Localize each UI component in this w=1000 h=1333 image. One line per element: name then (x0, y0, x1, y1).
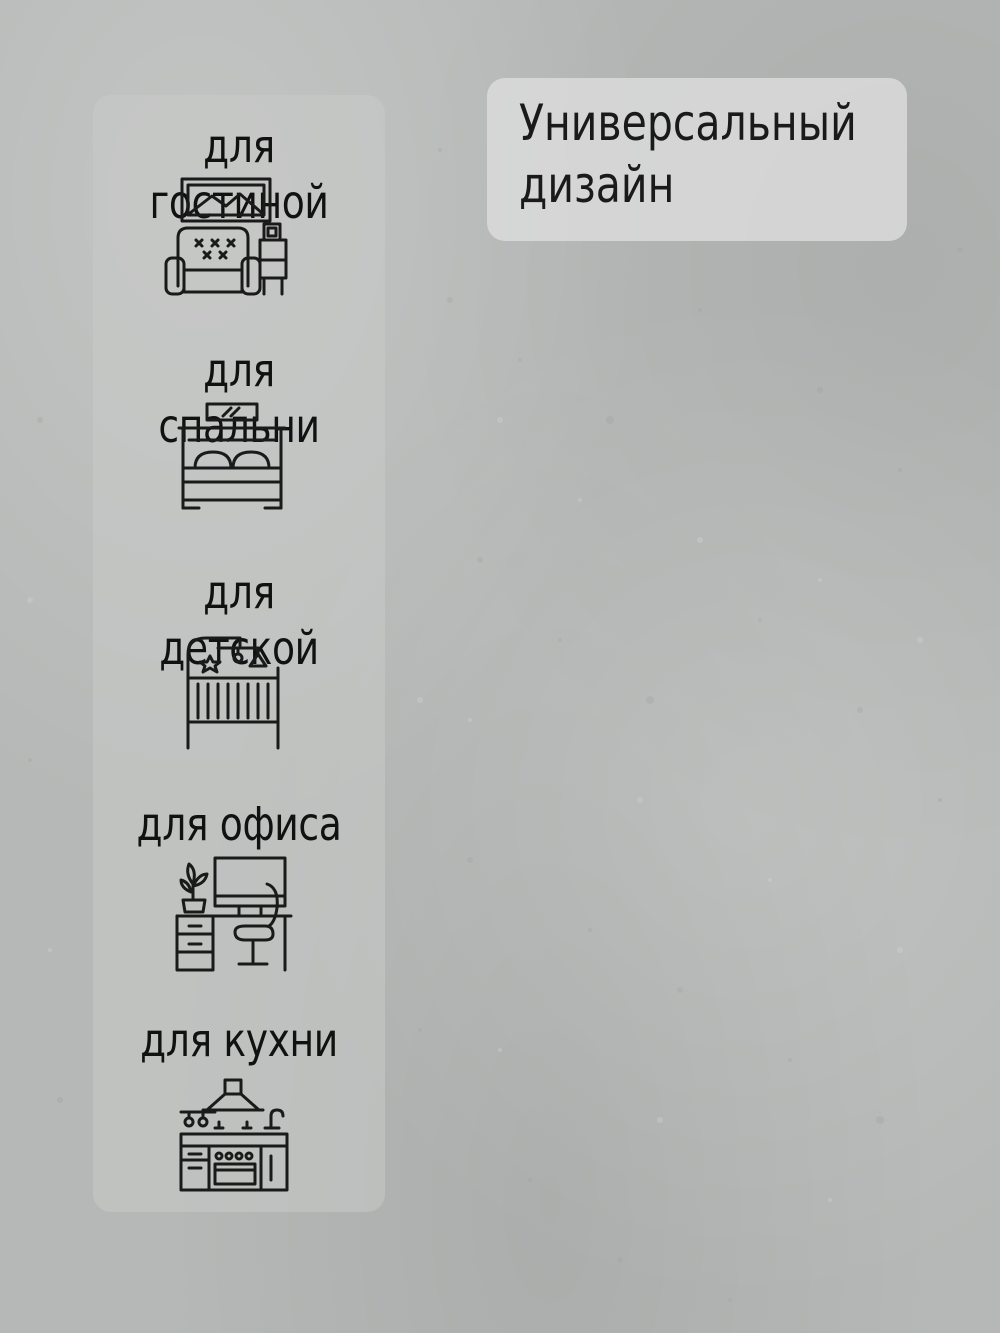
label-kitchen: для кухни (140, 1013, 338, 1067)
office-desk-icon (175, 856, 293, 974)
label-bedroom: для спальни (158, 343, 320, 453)
universal-design-badge (487, 78, 907, 241)
badge-text: Универсальный дизайн (519, 94, 857, 214)
label-living-room: для гостиной (149, 119, 329, 229)
living-room-icon (160, 176, 290, 304)
bedroom-icon (175, 402, 289, 512)
nursery-crib-icon (180, 628, 286, 752)
label-office: для офиса (136, 797, 342, 851)
kitchen-icon (175, 1076, 293, 1194)
